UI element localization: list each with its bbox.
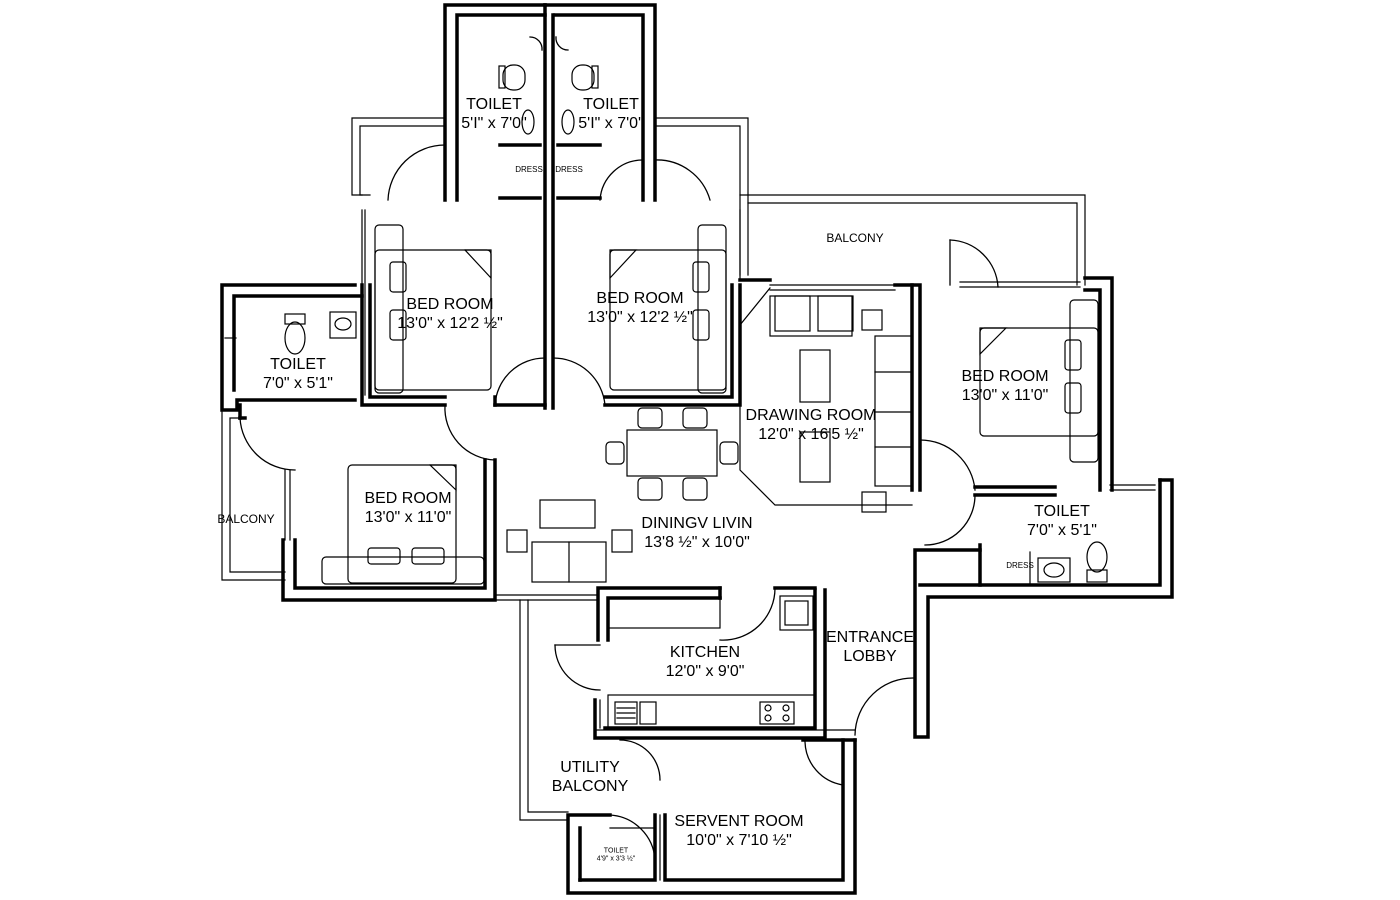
room-label-balcony-top: BALCONY <box>826 230 884 245</box>
room-label-dress-top-left: DRESS <box>515 165 543 175</box>
basin-icon <box>521 109 535 135</box>
room-label-dress-top-right: DRESS <box>555 165 583 175</box>
basin-icon <box>329 311 357 339</box>
room-label-utility-balcony: UTILITY BALCONY <box>551 758 629 795</box>
bed-icon <box>347 464 457 584</box>
room-label-kitchen: KITCHEN 12'0" x 9'0" <box>665 643 745 680</box>
sofa <box>874 335 913 487</box>
room-label-balcony-left: BALCONY <box>217 511 275 526</box>
room-label-toilet-top-right: TOILET 5'I" x 7'0" <box>578 95 644 132</box>
room-label-dress-right: DRESS <box>1006 561 1034 571</box>
balcony-outlines <box>221 117 1156 881</box>
room-label-dining-living: DININGV LIVIN 13'8 ½" x 10'0" <box>641 514 753 551</box>
room-label-drawing-room: DRAWING ROOM 12'0" x 16'5 ½" <box>745 406 877 443</box>
wc-icon <box>284 321 306 355</box>
room-label-toilet-right: TOILET 7'0" x 5'1" <box>1027 502 1097 539</box>
room-label-bedroom-upper-right: BED ROOM 13'0" x 12'2 ½" <box>587 289 693 326</box>
room-label-toilet-left: TOILET 7'0" x 5'1" <box>263 355 333 392</box>
tv-unit <box>539 499 596 529</box>
room-label-bedroom-lower-left: BED ROOM 13'0" x 11'0" <box>364 489 452 526</box>
fixtures <box>284 4 1108 829</box>
fridge <box>779 595 814 631</box>
room-label-toilet-small: TOILET 4'9" x 3'3 ½" <box>596 847 636 863</box>
walls <box>220 3 1174 895</box>
basin-icon <box>561 109 575 135</box>
door-swings <box>239 36 999 861</box>
basin-icon <box>1037 557 1071 583</box>
stove-icon <box>759 701 795 725</box>
dining-table <box>626 429 718 477</box>
sink-icon <box>614 701 638 725</box>
room-label-entrance-lobby: ENTRANCE LOBBY <box>825 628 915 665</box>
wc-icon <box>571 64 595 91</box>
room-label-servant-room: SERVENT ROOM 10'0" x 7'10 ½" <box>674 812 804 849</box>
kitchen-counter <box>607 597 721 629</box>
wc-icon <box>1086 541 1108 573</box>
wc-icon <box>502 64 526 91</box>
room-label-bedroom-right: BED ROOM 13'0" x 11'0" <box>961 367 1049 404</box>
room-label-bedroom-upper-left: BED ROOM 13'0" x 12'2 ½" <box>397 295 503 332</box>
sofa <box>769 295 853 337</box>
room-label-toilet-top-left: TOILET 5'I" x 7'0" <box>461 95 527 132</box>
